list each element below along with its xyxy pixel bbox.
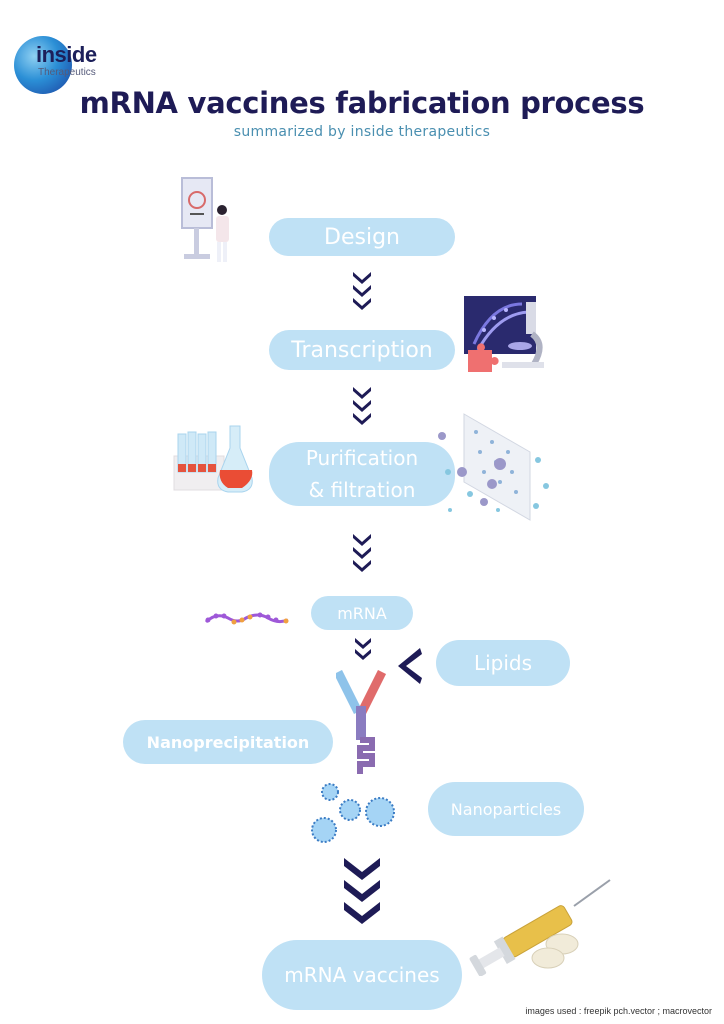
step-purification: Purification & filtration bbox=[269, 442, 455, 506]
test-tubes-flask-icon bbox=[173, 425, 253, 493]
step-design-label: Design bbox=[324, 224, 400, 250]
page-subtitle: summarized by inside therapeutics bbox=[233, 124, 491, 140]
triple-chevron-down-icon bbox=[353, 534, 371, 572]
lipid-nanoparticles-icon bbox=[311, 783, 395, 843]
step-mrna-label: mRNA bbox=[337, 603, 387, 623]
step-design: Design bbox=[269, 218, 455, 256]
step-mrna-vaccines-label: mRNA vaccines bbox=[284, 963, 440, 987]
logo-subtitle: Therapeutics bbox=[38, 67, 96, 78]
y-mixer-icon bbox=[336, 670, 387, 774]
step-transcription-label: Transcription bbox=[291, 337, 433, 363]
step-mrna: mRNA bbox=[311, 596, 413, 630]
step-nanoprecipitation-label: Nanoprecipitation bbox=[146, 732, 310, 752]
filter-membrane-icon bbox=[438, 413, 549, 521]
double-chevron-down-icon bbox=[355, 638, 371, 660]
image-credit: images used : freepik pch.vector ; macro… bbox=[525, 1006, 712, 1016]
step-purification-label-line1: Purification bbox=[305, 446, 419, 470]
page-title: mRNA vaccines fabrication process bbox=[79, 86, 645, 120]
dna-microscope-icon bbox=[464, 296, 544, 372]
step-nanoparticles: Nanoparticles bbox=[428, 782, 584, 836]
step-nanoprecipitation: Nanoprecipitation bbox=[123, 720, 333, 764]
syringe-vials-icon bbox=[469, 879, 611, 976]
scientist-illustration-icon bbox=[181, 177, 229, 262]
logo-circle-icon bbox=[14, 36, 72, 94]
step-mrna-vaccines: mRNA vaccines bbox=[262, 940, 462, 1010]
step-lipids: Lipids bbox=[436, 640, 570, 686]
step-nanoparticles-label: Nanoparticles bbox=[450, 799, 562, 819]
step-purification-label-line2: & filtration bbox=[308, 478, 416, 502]
step-transcription: Transcription bbox=[269, 330, 455, 370]
triple-chevron-down-icon bbox=[353, 387, 371, 425]
logo-brand: inside bbox=[36, 42, 97, 67]
chevron-left-icon bbox=[398, 648, 422, 684]
triple-chevron-down-icon bbox=[353, 272, 371, 310]
mrna-strand-icon bbox=[204, 612, 289, 625]
triple-chevron-down-large-icon bbox=[344, 858, 380, 924]
step-lipids-label: Lipids bbox=[473, 651, 533, 675]
